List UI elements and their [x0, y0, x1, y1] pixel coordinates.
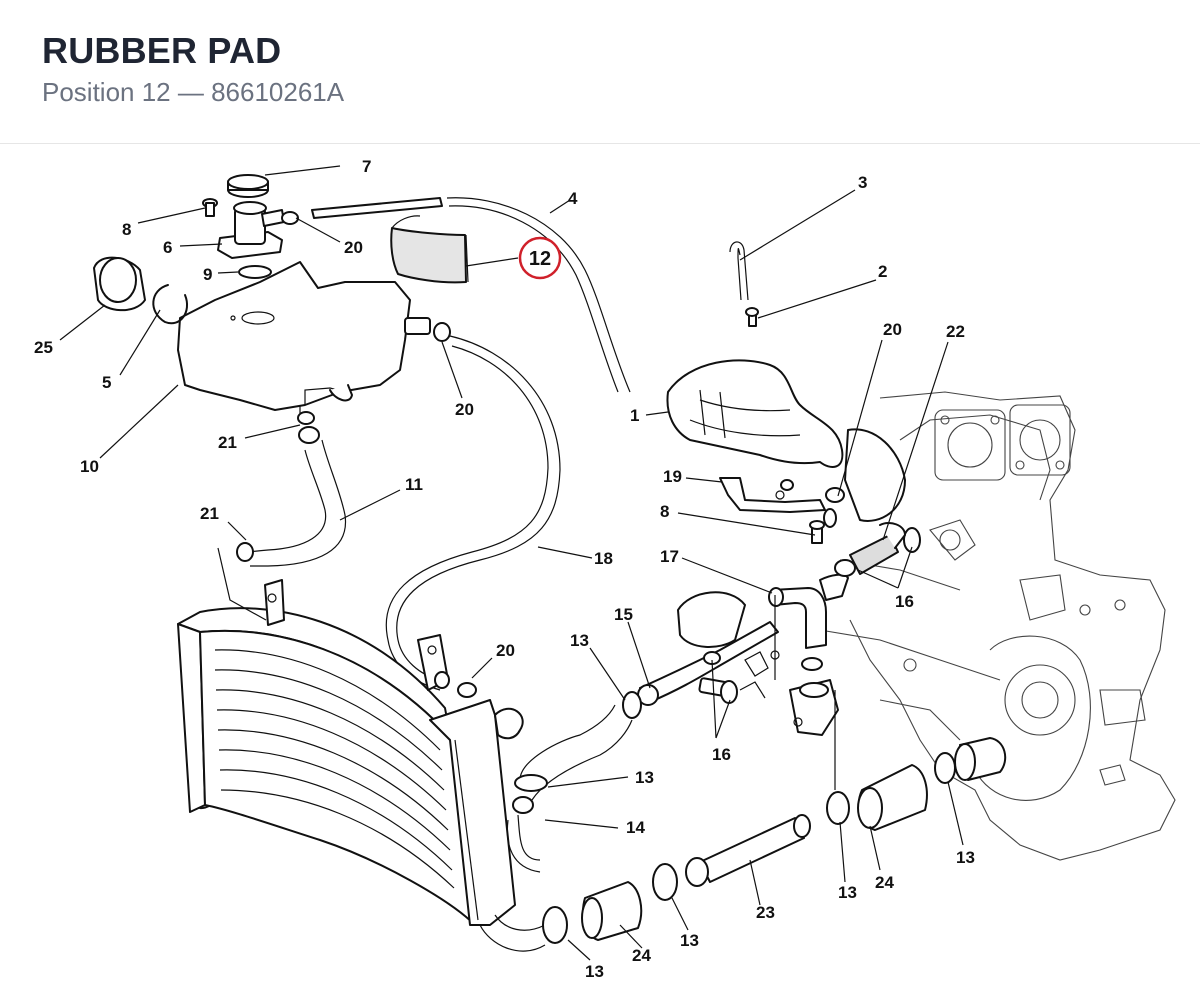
bypass-hose [834, 522, 921, 577]
callout-18: 18 [594, 549, 613, 568]
callout-6: 6 [163, 238, 172, 257]
engine-block [819, 391, 1176, 861]
lower-hose-right [857, 764, 928, 831]
callout-4: 4 [568, 189, 578, 208]
rubber-pad [390, 215, 469, 284]
callout-13-c: 13 [585, 962, 604, 981]
callout-7: 7 [362, 157, 371, 176]
callout-16-b: 16 [712, 745, 731, 764]
page-header: RUBBER PAD Position 12 — 86610261A [0, 0, 1200, 144]
screw-bracket [809, 520, 825, 544]
callout-8-top: 8 [122, 220, 131, 239]
long-hose [385, 322, 561, 691]
callout-11: 11 [405, 475, 423, 494]
callout-20-b: 20 [455, 400, 474, 419]
o-ring [238, 265, 272, 279]
highlight-ring [518, 236, 562, 280]
callout-14: 14 [626, 818, 645, 837]
filler-neck [217, 201, 285, 259]
screw-top [202, 198, 218, 217]
callout-22: 22 [946, 322, 965, 341]
callout-13-f: 13 [956, 848, 975, 867]
clamp-radiator [434, 671, 477, 698]
callout-3: 3 [858, 173, 867, 192]
clamp-right [780, 479, 845, 528]
callout-23: 23 [756, 903, 775, 922]
side-cover [666, 359, 906, 522]
callout-24-a: 24 [875, 873, 894, 892]
radiator-hose [494, 704, 633, 873]
callout-8-bracket: 8 [660, 502, 669, 521]
callout-20-d: 20 [496, 641, 515, 660]
callout-24-b: 24 [632, 946, 651, 965]
outlet-pipe [768, 573, 849, 649]
page-title: RUBBER PAD [42, 30, 282, 71]
callout-20-a: 20 [344, 238, 363, 257]
callout-20-c: 20 [883, 320, 902, 339]
water-pump-inlet [954, 737, 1007, 781]
callout-labels: 1 2 3 4 5 6 7 8 8 9 10 11 13 13 13 13 13… [34, 157, 975, 981]
callout-9: 9 [203, 265, 212, 284]
callout-21-a: 21 [218, 433, 237, 452]
callout-2: 2 [878, 262, 887, 281]
radiator-cap [227, 174, 269, 198]
callout-13-d: 13 [680, 931, 699, 950]
lower-hose-left [581, 881, 643, 941]
thermostat-housing [789, 657, 839, 736]
radiator-outlet-hose [479, 924, 546, 952]
bracket-bolts [739, 650, 780, 699]
hose-clamps [514, 680, 956, 944]
expansion-tank [177, 261, 431, 420]
breather-tube [729, 241, 749, 301]
callout-1: 1 [630, 406, 639, 425]
tank-hose [236, 411, 347, 567]
circlip [152, 284, 188, 325]
callout-13-e: 13 [838, 883, 857, 902]
callout-13-a: 13 [570, 631, 589, 650]
intake-duct [677, 591, 746, 648]
radiator-outlet-hose-inner [494, 914, 546, 931]
callout-16-a: 16 [895, 592, 914, 611]
page-subtitle: Position 12 — 86610261A [42, 77, 345, 107]
bolt-small [745, 307, 759, 327]
radiator [177, 579, 516, 926]
leader-lines [59, 165, 964, 961]
lower-pipe [685, 814, 811, 887]
callout-15: 15 [614, 605, 633, 624]
support-bracket [719, 477, 826, 513]
callout-10: 10 [80, 457, 99, 476]
overflow-hose [281, 197, 631, 393]
callout-19: 19 [663, 467, 682, 486]
callout-12-highlighted: 12 [529, 248, 551, 270]
callout-17: 17 [660, 547, 679, 566]
callout-21-b: 21 [200, 504, 219, 523]
radiator-fins [214, 649, 455, 889]
callout-13-b: 13 [635, 768, 654, 787]
protective-cap [93, 256, 146, 312]
callout-5: 5 [102, 373, 111, 392]
callout-25: 25 [34, 338, 53, 357]
